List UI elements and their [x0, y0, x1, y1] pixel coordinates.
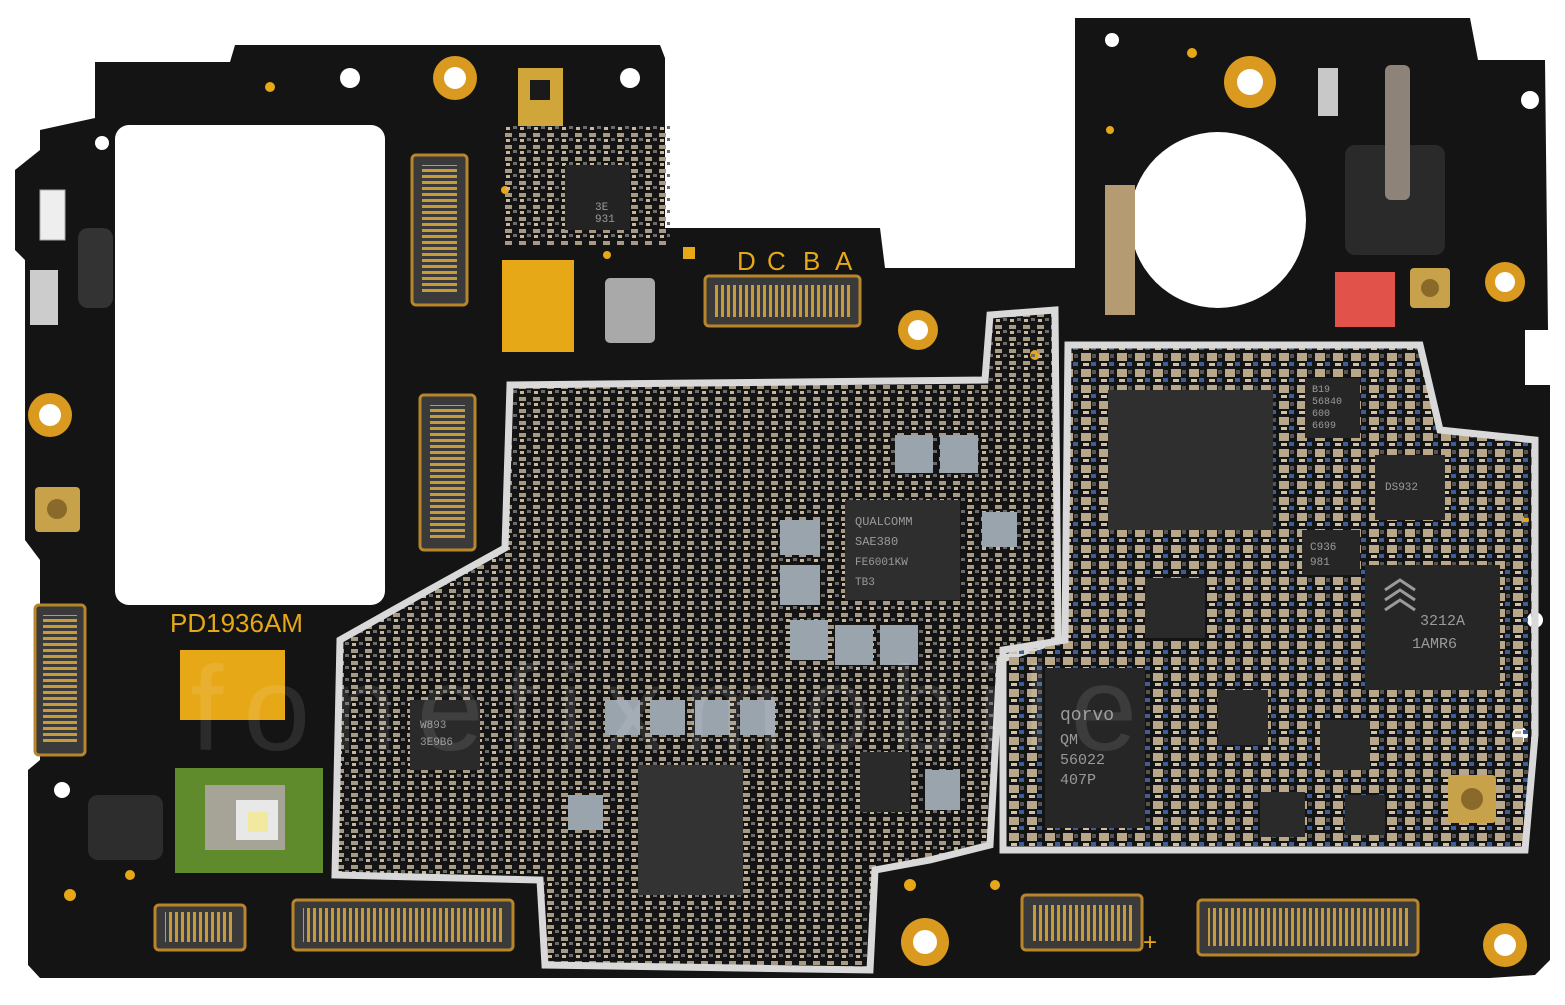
svg-text:6699: 6699	[1312, 421, 1336, 432]
bottom-left-rubber	[88, 795, 163, 860]
pmic-label-2: SAE380	[855, 535, 898, 549]
pmic-label-4: TB3	[855, 577, 875, 589]
bga-chip-bottom	[638, 765, 743, 895]
silver-clip	[1105, 185, 1135, 315]
connectors	[33, 153, 1420, 957]
svg-text:B19: B19	[1312, 385, 1330, 396]
inductors	[568, 435, 1017, 830]
qorvo-label-4: 407P	[1060, 772, 1096, 789]
chip-small-3	[1320, 720, 1370, 770]
spring-contact	[1385, 65, 1410, 200]
qorvo-label-2: QM	[1060, 732, 1078, 749]
w893-label-2: 3E9B6	[420, 737, 453, 749]
qorvo-chip: qorvo QM 56022 407P	[1045, 668, 1145, 828]
red-component	[1335, 272, 1395, 327]
svg-text:981: 981	[1310, 557, 1330, 569]
pmic-label-1: QUALCOMM	[855, 515, 913, 529]
camera-cutout	[1130, 132, 1306, 308]
plus-mark: +	[1143, 929, 1157, 956]
board-model-label: PD1936AM	[170, 608, 303, 638]
connector-label-c: C	[767, 246, 786, 276]
pmic-label-3: FE6001KW	[855, 557, 908, 569]
connector-label-d: D	[737, 246, 756, 276]
board-cutout	[115, 125, 385, 605]
svg-text:3E: 3E	[595, 202, 609, 214]
chip-931: 3E 931	[565, 165, 630, 230]
connector-label-a: A	[835, 246, 853, 276]
chip-small-4	[1260, 792, 1305, 837]
silver-component	[605, 278, 655, 343]
bga-chip-right-top	[1108, 390, 1273, 530]
w893-label-1: W893	[420, 720, 446, 732]
qualcomm-pmic-chip: QUALCOMM SAE380 FE6001KW TB3	[845, 500, 960, 600]
rf-chip-3212a: 3212A 1AMR6	[1365, 565, 1500, 690]
left-rubber-part	[78, 228, 113, 308]
connector-label-b: B	[803, 246, 820, 276]
chip-c936: C936 981	[1302, 530, 1360, 575]
svg-text:600: 600	[1312, 409, 1330, 420]
chip-ds932: DS932	[1375, 455, 1445, 520]
silver-tab	[1318, 68, 1338, 116]
rf-label-2: 1AMR6	[1412, 636, 1457, 653]
led-flex	[175, 768, 323, 873]
chip-b19: B19 56840 600 6699	[1305, 378, 1360, 438]
qorvo-label-1: qorvo	[1060, 706, 1114, 726]
chip-small-2	[1218, 690, 1268, 745]
chip-w893	[410, 700, 480, 770]
qorvo-label-3: 56022	[1060, 752, 1105, 769]
svg-text:DS932: DS932	[1385, 482, 1418, 494]
coax-connectors	[35, 268, 1496, 823]
svg-text:931: 931	[595, 214, 615, 226]
svg-text:C936: C936	[1310, 542, 1336, 554]
chip-small-5	[1345, 795, 1385, 835]
left-mic	[30, 270, 58, 325]
chip-small-6	[860, 752, 910, 812]
svg-text:56840: 56840	[1312, 397, 1342, 408]
rf-label-1: 3212A	[1420, 613, 1465, 630]
chip-small-1	[1145, 578, 1205, 638]
left-flash-pad	[39, 189, 66, 241]
gold-pads	[64, 48, 1529, 901]
